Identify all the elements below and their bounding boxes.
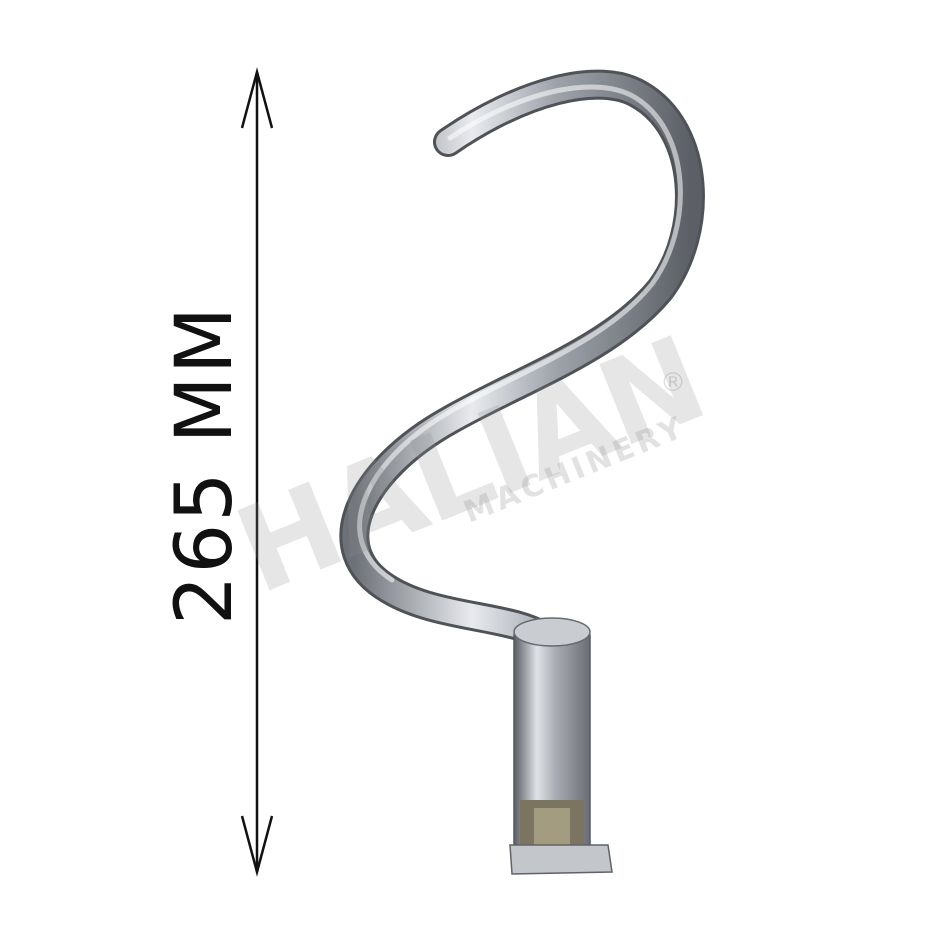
dimension-arrow xyxy=(240,67,274,877)
watermark-registered-mark: ® xyxy=(660,368,686,398)
dough-hook-icon xyxy=(339,69,705,875)
dimension-label: 265 MM xyxy=(160,304,250,626)
